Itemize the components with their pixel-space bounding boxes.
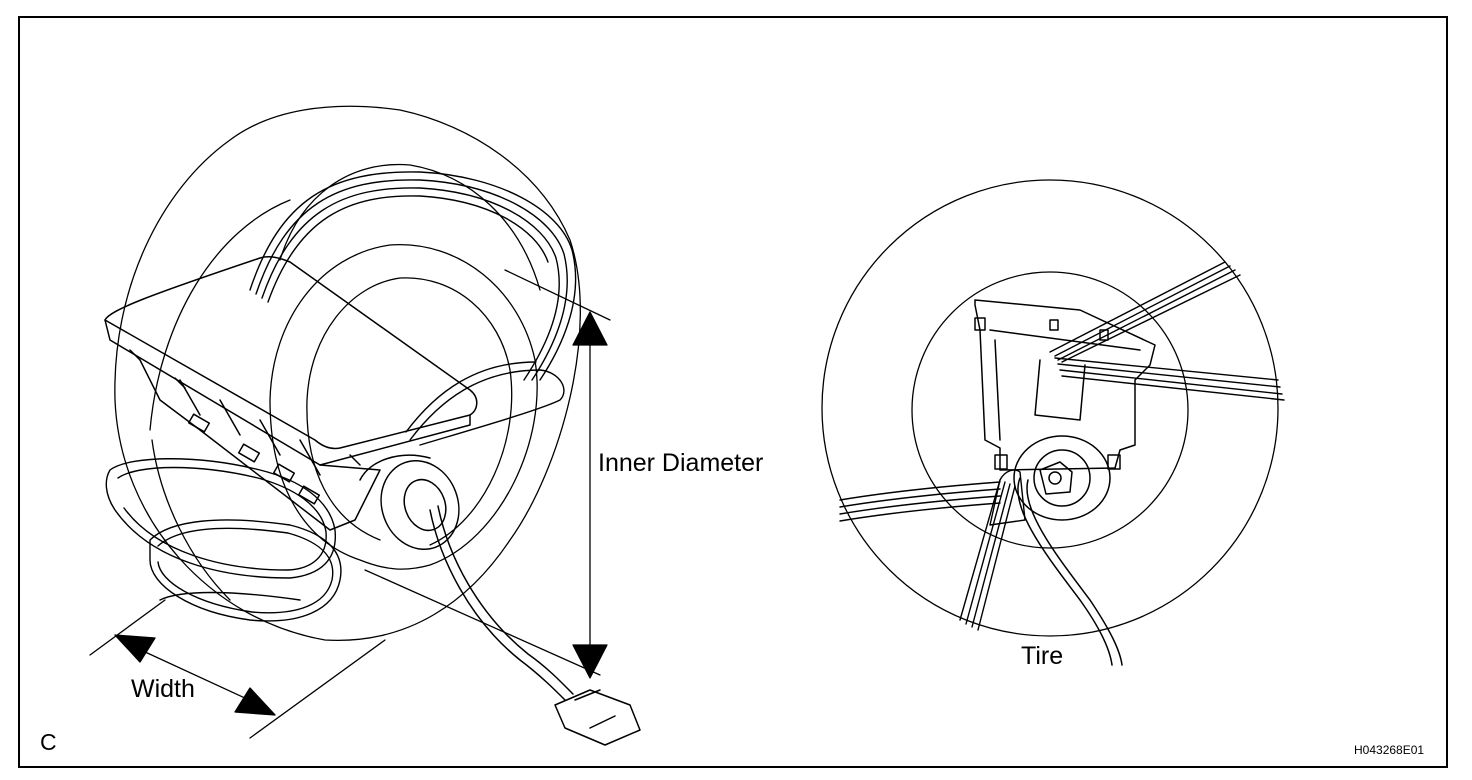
tire-tread-edge <box>279 163 541 291</box>
inner-diameter-label: Inner Diameter <box>598 449 764 477</box>
inflator-face <box>1013 435 1111 521</box>
airbag-housing <box>139 359 381 531</box>
right-straps <box>839 261 1285 631</box>
harness-cable <box>1026 479 1123 666</box>
inflator-and-harness <box>359 454 641 746</box>
tire-sidewall-line <box>149 199 291 431</box>
tire-outer-outline <box>114 105 581 642</box>
view-letter: C <box>40 729 57 755</box>
inner-diameter-arrow-bottom <box>572 644 608 679</box>
width-arrow-right <box>234 687 276 716</box>
airbag-cover-top <box>104 256 478 450</box>
diagram-frame <box>18 16 1448 768</box>
inner-diameter-arrow-top <box>572 311 608 346</box>
airbag-module-side <box>974 299 1156 521</box>
width-arrow-left <box>114 634 156 663</box>
inflator <box>380 460 460 550</box>
right-tire-illustration <box>821 179 1285 666</box>
tire-inner-circle <box>911 271 1189 549</box>
airbag-cover-front <box>104 319 471 466</box>
figure-code: H043268E01 <box>1354 743 1425 757</box>
left-tire-illustration <box>89 105 641 746</box>
mounting-bracket <box>1034 359 1086 421</box>
dimension-lines <box>89 269 611 739</box>
tire-sidewall-line-2 <box>151 439 231 601</box>
airbag-module <box>104 256 478 531</box>
tire-rim-inner <box>306 277 513 546</box>
tire-rim-outer <box>269 244 538 570</box>
width-label: Width <box>131 675 195 703</box>
tire-outer-circle <box>821 179 1279 637</box>
width-line <box>129 644 261 706</box>
left-straps <box>105 171 577 622</box>
tire-label: Tire <box>1021 642 1064 670</box>
connector-plug <box>554 689 641 746</box>
